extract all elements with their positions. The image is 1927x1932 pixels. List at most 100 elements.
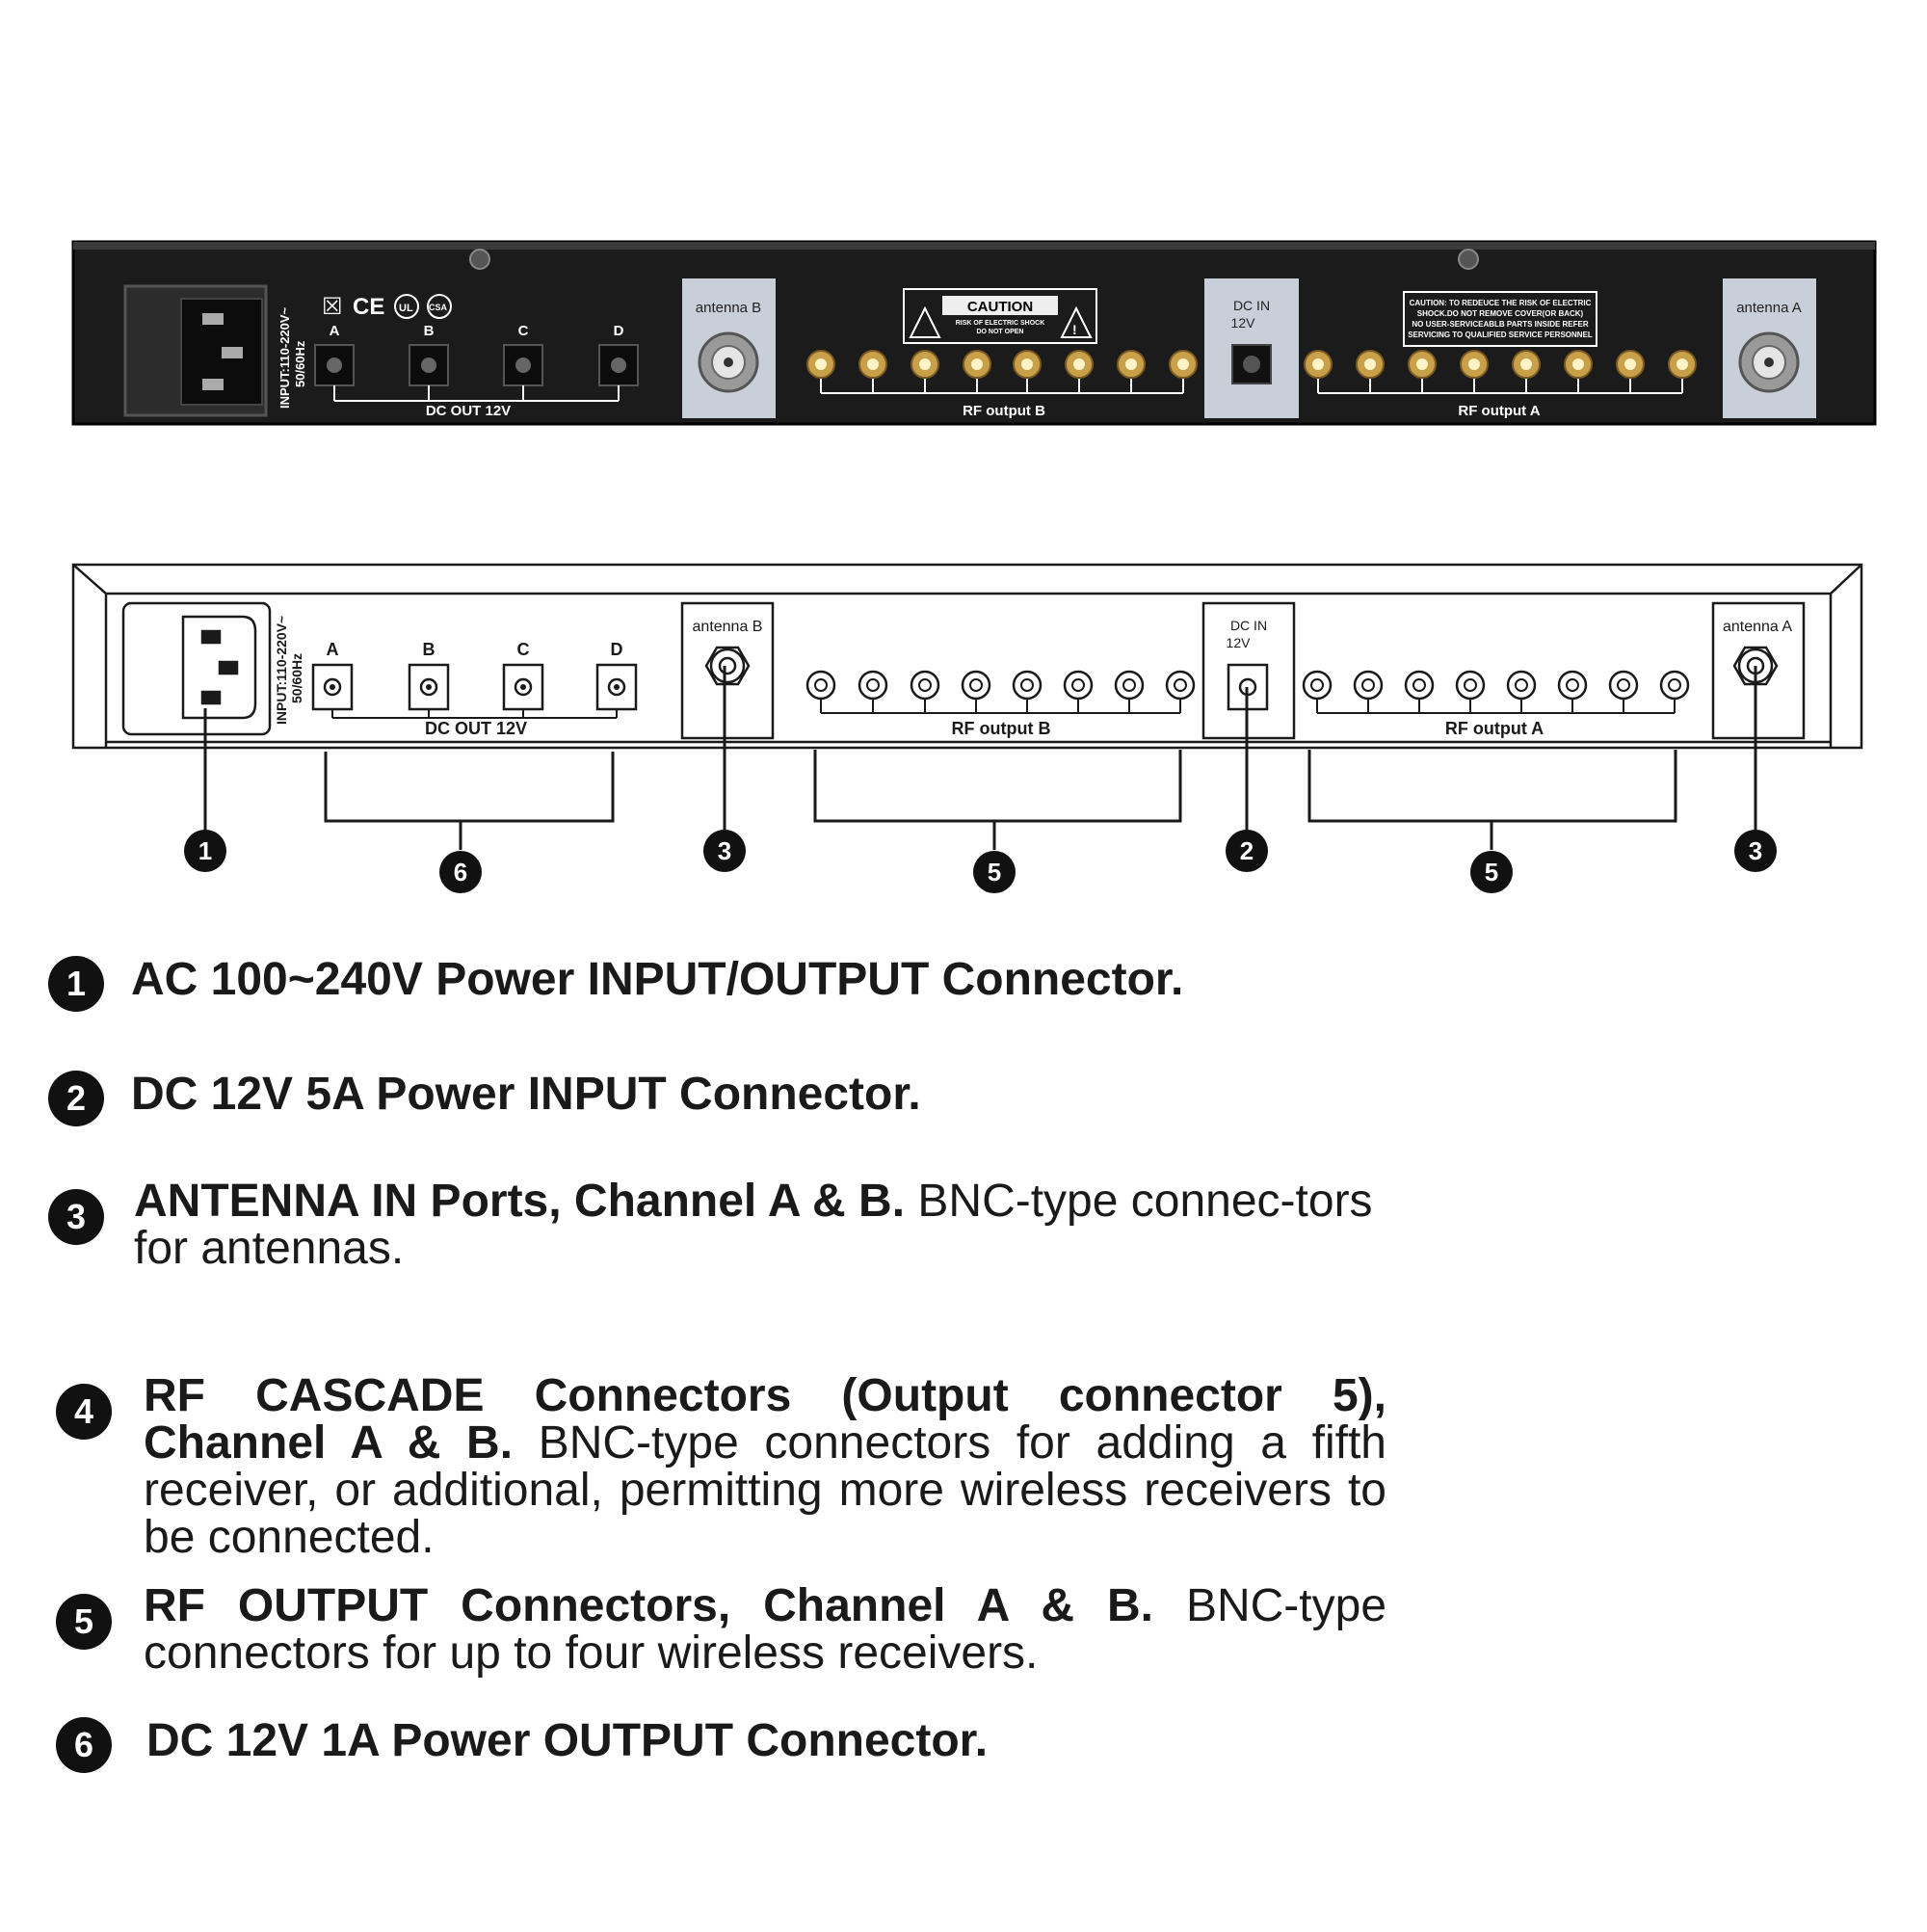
callout-number: 2 <box>1240 836 1254 865</box>
legend-text: DC 12V 5A Power INPUT Connector. <box>131 1071 1384 1118</box>
drawing-rf-connector <box>1063 670 1094 701</box>
legend-text: AC 100~240V Power INPUT/OUTPUT Connector… <box>131 956 1384 1003</box>
antenna-a-hex-nut <box>1732 646 1779 686</box>
dc-out-hole <box>421 357 436 373</box>
callout-leaders <box>203 666 1757 850</box>
rf-connector-pin <box>1125 358 1137 370</box>
ul-mark-icon <box>394 294 419 319</box>
dc-out-port-label: A <box>330 323 340 339</box>
rf-connector-pin <box>1624 358 1636 370</box>
antenna-b-drawing <box>680 601 775 740</box>
weee-icon: ☒ <box>322 294 343 320</box>
legend-number: 3 <box>48 1189 104 1245</box>
rf-a-label: RF output A <box>1458 403 1540 419</box>
rf-output-b-photo <box>806 350 1198 394</box>
pin <box>202 379 224 390</box>
drawing-dc-out-port-label: A <box>327 640 339 659</box>
drawing-rf-connector <box>961 670 991 701</box>
legend-text: DC 12V 1A Power OUTPUT Connector. <box>146 1717 1399 1764</box>
drawing-dc-out-pin <box>330 684 335 690</box>
legend-number: 6 <box>56 1717 112 1773</box>
legend-bold: ANTENNA IN Ports, Channel A & B. <box>134 1176 906 1227</box>
legend-rest: BNC-type connec-tors for antennas. <box>134 1176 1373 1274</box>
drawing-rf-connector <box>1659 670 1690 701</box>
drawing-rf-connector <box>1557 670 1588 701</box>
exclamation-warning-icon <box>1060 305 1093 338</box>
drawing-rf-connector-pin <box>1617 678 1630 692</box>
rf-connector-pin <box>1416 358 1428 370</box>
drawing-antenna-a-label: antenna A <box>1723 619 1792 635</box>
rf-connector-pin <box>1468 358 1480 370</box>
rf-connector-pin <box>1520 358 1532 370</box>
callout-number: 5 <box>988 858 1001 887</box>
rf-connector-pin <box>1676 358 1688 370</box>
drawing-rf-connector <box>1506 670 1537 701</box>
rf-connector-pin <box>1364 358 1376 370</box>
drawing-rf-connector-pin <box>814 678 828 692</box>
pin <box>200 629 222 645</box>
callout-marker <box>1734 830 1777 872</box>
antenna-b-pin <box>718 656 737 675</box>
callout-number: 5 <box>1485 858 1498 887</box>
callout-number: 6 <box>454 858 467 887</box>
rear-panel-drawing <box>71 563 1863 750</box>
dc-out-hole <box>611 357 626 373</box>
legend-number: 5 <box>56 1594 112 1650</box>
drawing-rf-connector-pin <box>969 678 983 692</box>
legend-rest: BNC-type connectors for adding a fifth r… <box>144 1417 1387 1563</box>
chassis-outline <box>71 563 1863 750</box>
dc-in-hole <box>1243 356 1260 373</box>
antenna-b-hex-nut <box>704 646 751 686</box>
drawing-dc-out-hole <box>419 677 438 697</box>
callout-number: 3 <box>718 836 731 865</box>
screw <box>469 249 490 270</box>
csa-mark-icon <box>427 294 452 319</box>
drawing-rf-connector-pin <box>1071 678 1085 692</box>
legend-number: 1 <box>48 956 104 1012</box>
connector-pin <box>1764 357 1774 367</box>
ac-socket-drawing <box>121 601 272 736</box>
pin <box>222 347 243 358</box>
ac-socket-inner <box>181 615 257 720</box>
drawing-dc-out-pin <box>614 684 620 690</box>
drawing-rf-connector <box>805 670 836 701</box>
drawing-dc-out-pin <box>426 684 432 690</box>
dc-in-label-2: 12V <box>1231 315 1256 331</box>
drawing-rf-connector-pin <box>1310 678 1324 692</box>
callout-marker <box>703 830 746 872</box>
input-label-1: INPUT:110-220V~ <box>277 306 292 409</box>
legend-bold: DC 12V 1A Power OUTPUT Connector. <box>146 1715 989 1766</box>
drawing-dc-out-hole <box>514 677 533 697</box>
legend-number: 2 <box>48 1071 104 1126</box>
drawing-antenna-b-label: antenna B <box>693 619 763 635</box>
drawing-rf-connector <box>1114 670 1145 701</box>
dc-out-port-label: D <box>614 323 624 339</box>
pin <box>218 660 239 675</box>
drawing-dc-out-pin <box>520 684 526 690</box>
caution2-line-2: SHOCK.DO NOT REMOVE COVER(OR BACK) <box>1417 309 1584 318</box>
callout-marker <box>1470 851 1513 893</box>
antenna-b-label: antenna B <box>696 300 761 316</box>
callout-number: 3 <box>1749 836 1762 865</box>
drawing-dc-in-label-1: DC IN <box>1230 618 1267 633</box>
drawing-dc-out-hole <box>323 677 342 697</box>
rf-output-a-drawing <box>1302 670 1690 714</box>
drawing-rf-connector <box>1012 670 1043 701</box>
antenna-b-ring <box>709 648 746 684</box>
drawing-rf-connector <box>858 670 888 701</box>
drawing-rf-connector-pin <box>1361 678 1375 692</box>
rf-b-label: RF output B <box>963 403 1045 419</box>
rf-connector-pin <box>1312 358 1324 370</box>
screw <box>1458 249 1479 270</box>
antenna-a-label: antenna A <box>1736 300 1802 316</box>
callout-marker <box>184 830 226 872</box>
caution-label-2 <box>1403 291 1597 347</box>
drawing-rf-connector-pin <box>1464 678 1477 692</box>
rf-connector-pin <box>815 358 827 370</box>
caution2-line-1: CAUTION: TO REDEUCE THE RISK OF ELECTRIC <box>1410 299 1592 307</box>
dc-in-label-1: DC IN <box>1233 298 1270 313</box>
chassis-top-edge <box>73 242 1875 250</box>
callout-number: 1 <box>198 836 212 865</box>
